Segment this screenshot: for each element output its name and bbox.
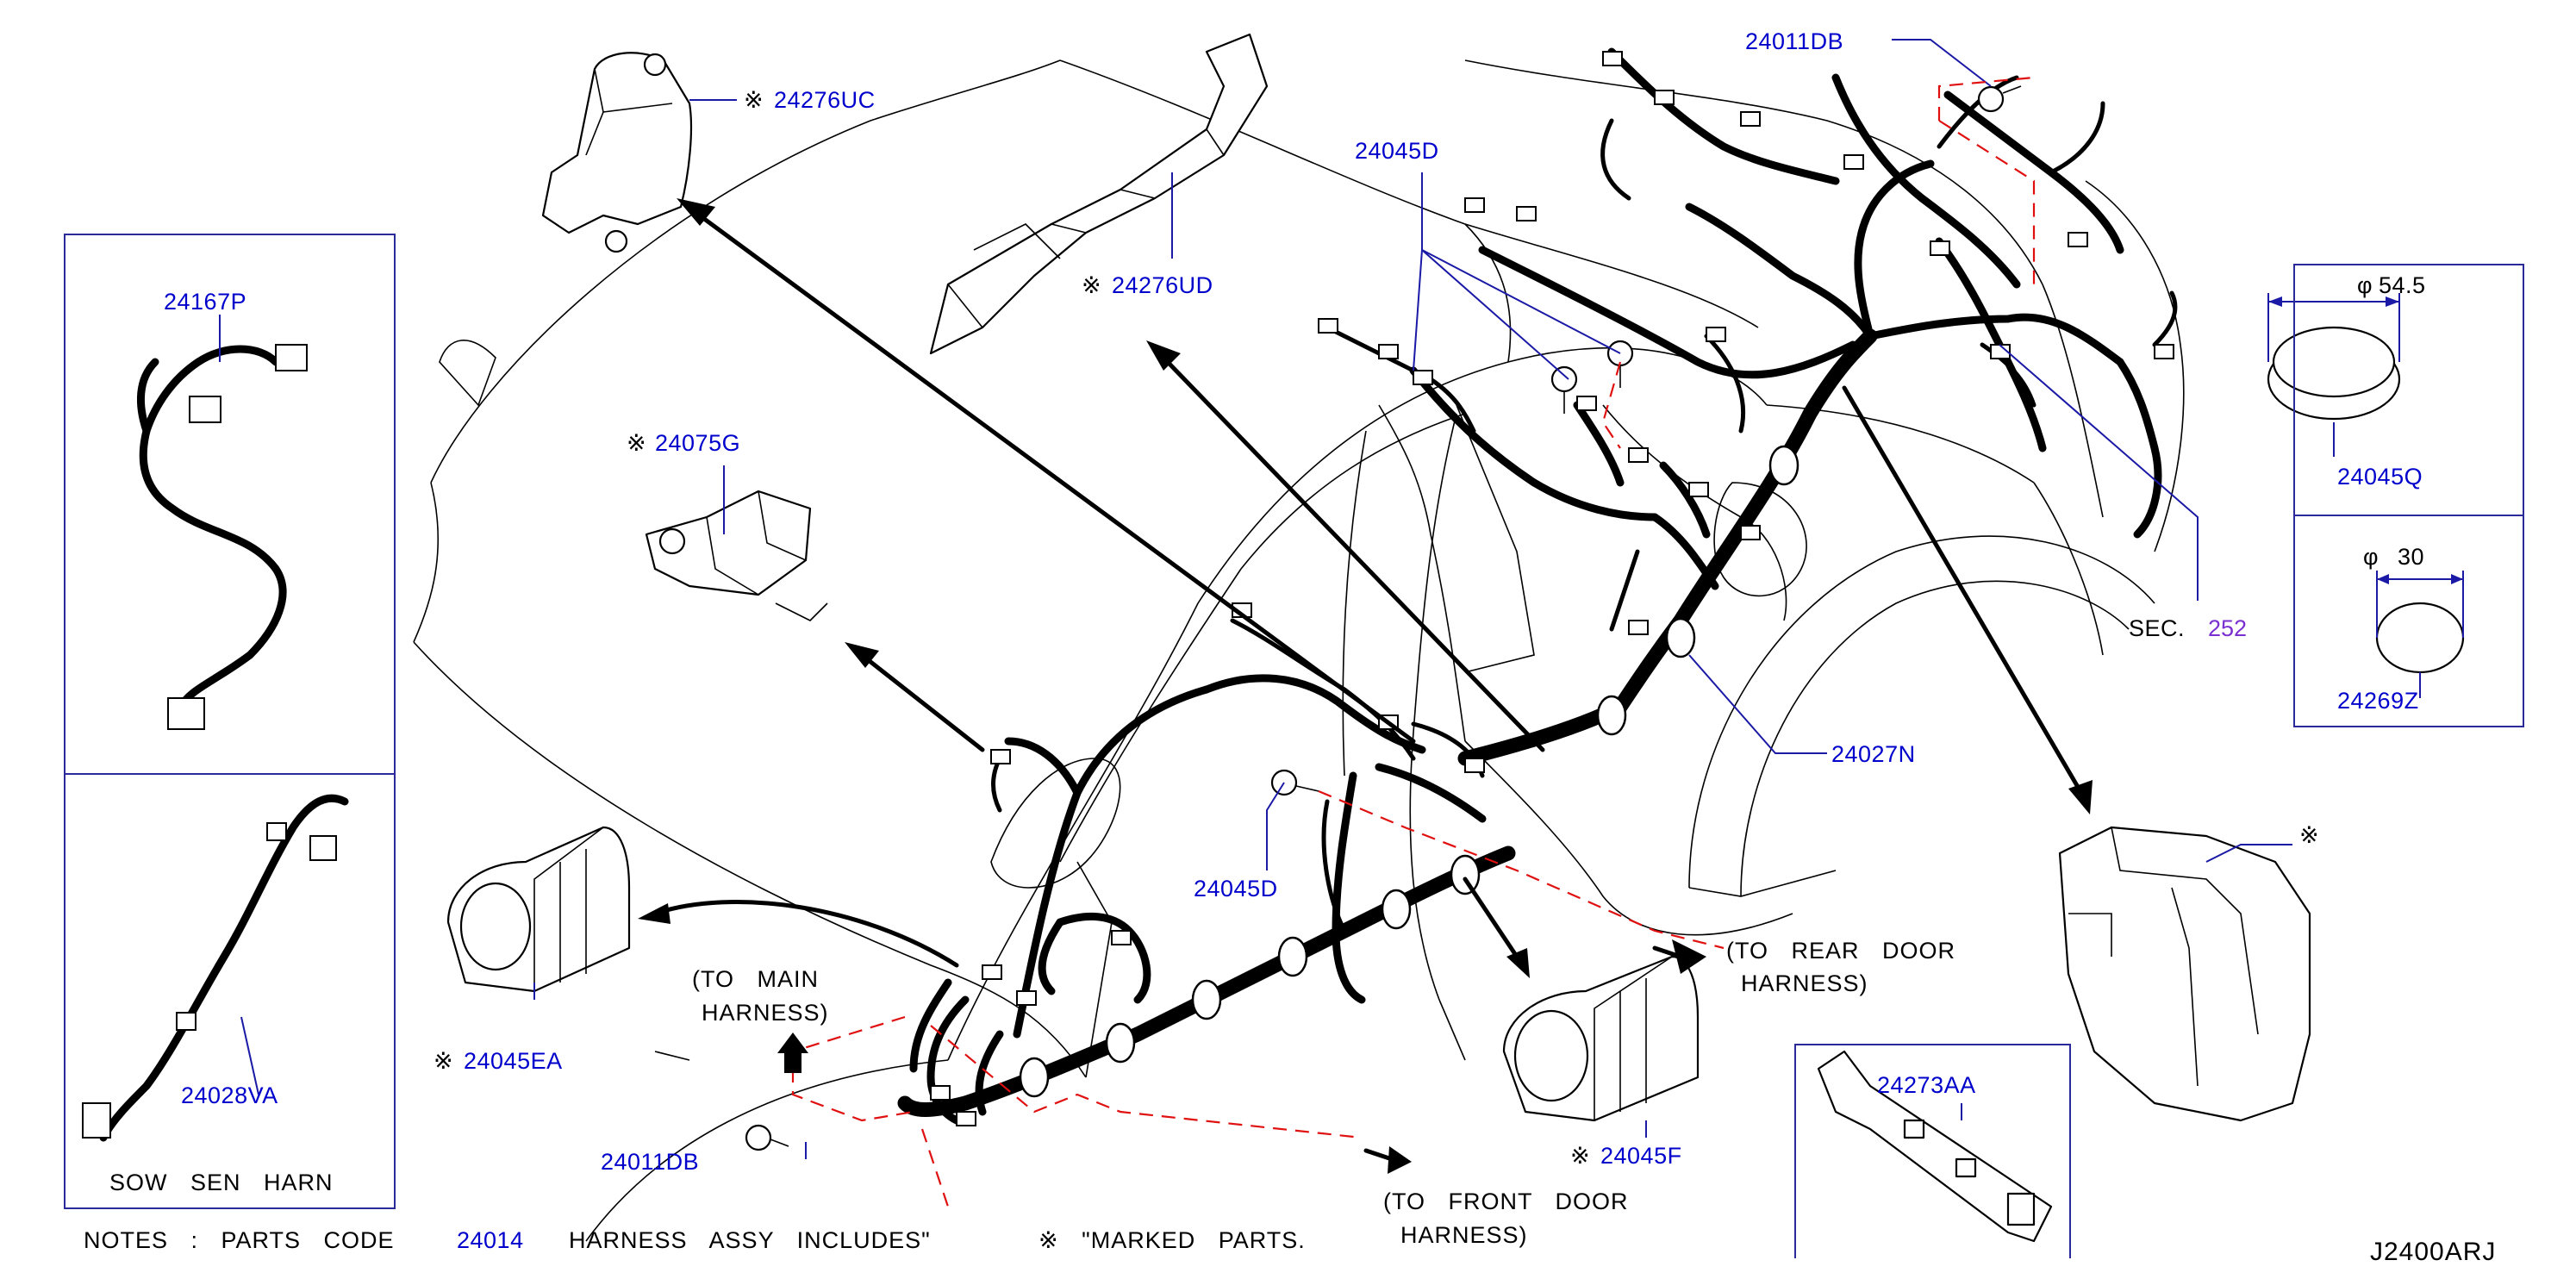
callout-front-line2: HARNESS): [1400, 1222, 1528, 1248]
callout-rear-line1: (TO REAR DOOR: [1726, 938, 1955, 964]
part-24167P-drawing: [136, 344, 308, 730]
label-24273AA: 24273AA: [1877, 1072, 1976, 1098]
leader-lines: [219, 39, 2421, 1159]
notes-parts-code: 24014: [457, 1227, 524, 1253]
label-24276UD: 24276UD: [1112, 272, 1213, 298]
label-24011DB-bottom: 24011DB: [601, 1149, 699, 1175]
part-24045Q-drawing: [2267, 326, 2401, 421]
label-24167P: 24167P: [164, 289, 246, 315]
label-sec-prefix: SEC.: [2129, 615, 2185, 641]
label-24075G-mark: ※: [627, 430, 646, 456]
label-24075G: 24075G: [655, 430, 740, 456]
label-sec-252: 252: [2208, 615, 2247, 641]
inset-left-panel: [64, 234, 396, 1209]
part-24276UD-drawing: [929, 33, 1269, 355]
dimension-lines: [2267, 293, 2464, 638]
label-24045Q: 24045Q: [2337, 464, 2423, 490]
part-24276UC-drawing: [541, 52, 693, 253]
label-24269Z: 24269Z: [2337, 688, 2419, 714]
label-24276UC-mark: ※: [744, 87, 764, 113]
inset-caption: SOW SEN HARN: [109, 1170, 334, 1195]
label-24276UC: 24276UC: [774, 87, 876, 113]
label-24045F: 24045F: [1600, 1143, 1682, 1169]
car-body-outline: [413, 59, 2185, 1242]
harness-callouts: (TO MAIN HARNESS) (TO REAR DOOR HARNESS)…: [692, 938, 1955, 1248]
harness-connectors: [930, 51, 2174, 1126]
dim-24045Q-value: 54.5: [2379, 272, 2426, 298]
inset-24273AA-panel: [1794, 1044, 2071, 1258]
label-24045D-top: 24045D: [1355, 138, 1439, 164]
inset-right-panel: [2293, 264, 2524, 727]
dim-24269Z-symbol: φ: [2363, 544, 2379, 570]
part-24273AA-drawing: [1817, 1050, 2053, 1243]
dim-24269Z-value: 30: [2398, 544, 2424, 570]
diagram-code: J2400ARJ: [2370, 1238, 2496, 1266]
label-24011DB-top: 24011DB: [1745, 28, 1843, 54]
label-rear-bracket-mark: ※: [2299, 822, 2319, 848]
label-24045F-mark: ※: [1570, 1143, 1590, 1169]
notes-prefix: NOTES : PARTS CODE: [84, 1227, 395, 1253]
direction-arrows: [638, 198, 2093, 1174]
part-24269Z-drawing: [2375, 602, 2465, 674]
label-24045D-mid: 24045D: [1194, 876, 1278, 902]
notes-middle: HARNESS ASSY INCLUDES": [569, 1227, 931, 1253]
callout-main-line2: HARNESS): [702, 1000, 829, 1026]
callout-rear-line2: HARNESS): [1741, 970, 1868, 996]
part-labels: ※ 24276UC ※ 24276UD ※ 24075G 24045D 2404…: [164, 28, 2423, 1175]
part-24028VA-drawing: [82, 794, 349, 1142]
notes-suffix: ※ "MARKED PARTS.: [1039, 1227, 1306, 1253]
label-24027N: 24027N: [1831, 741, 1916, 767]
main-harness-body: [897, 47, 2178, 1125]
part-24075G-drawing: [645, 490, 828, 621]
part-24011DB-bolts: [745, 85, 2022, 1151]
label-24276UD-mark: ※: [1082, 272, 1101, 298]
dimension-labels: φ 54.5 φ 30: [2357, 272, 2426, 570]
part-24045F-drawing: [1502, 955, 1700, 1122]
label-24045EA-mark: ※: [433, 1048, 453, 1074]
label-24045EA: 24045EA: [464, 1048, 563, 1074]
part-rear-bracket-drawing: [2058, 826, 2311, 1122]
part-24045EA-drawing: [446, 826, 631, 993]
callout-main-line1: (TO MAIN: [692, 966, 819, 992]
callout-front-line1: (TO FRONT DOOR: [1383, 1189, 1629, 1214]
routing-dashes: [791, 76, 2036, 1207]
dim-24045Q-symbol: φ: [2357, 272, 2373, 298]
label-24028VA: 24028VA: [181, 1082, 278, 1108]
notes-line: NOTES : PARTS CODE 24014 HARNESS ASSY IN…: [84, 1227, 1306, 1253]
